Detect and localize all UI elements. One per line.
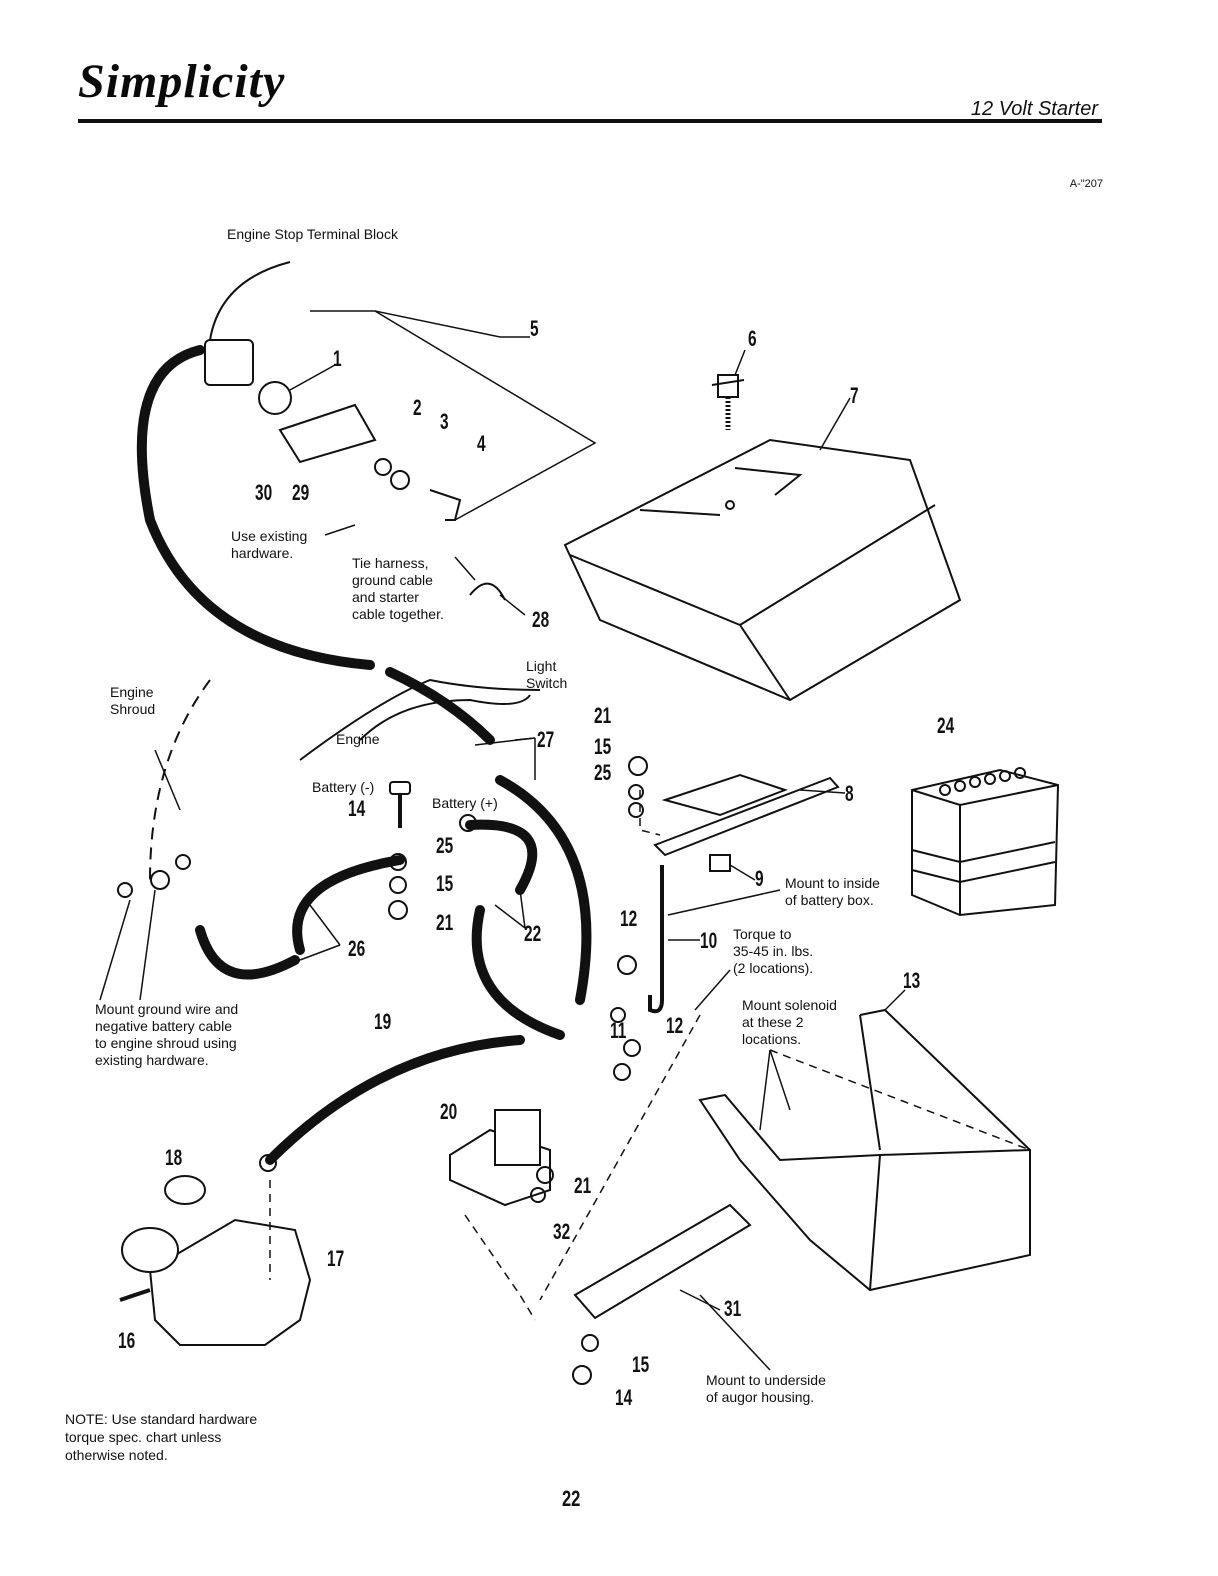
callout-9: 9 bbox=[755, 866, 764, 891]
callout-31: 31 bbox=[724, 1296, 742, 1321]
label-light-switch: Light Switch bbox=[526, 658, 568, 691]
torque-note: NOTE: Use standard hardware torque spec.… bbox=[65, 1411, 258, 1463]
j-bolt bbox=[648, 865, 664, 1014]
hardware-parts bbox=[117, 458, 731, 1385]
wire-harness bbox=[299, 678, 541, 761]
label-battery-positive: Battery (+) bbox=[432, 795, 498, 811]
callout-19: 19 bbox=[374, 1009, 392, 1034]
solenoid bbox=[449, 1109, 551, 1207]
label-mount-underside-auger: Mount to underside of augor housing. bbox=[706, 1372, 826, 1405]
callout-16: 16 bbox=[118, 1328, 136, 1353]
callout-25-mid: 25 bbox=[436, 833, 454, 858]
callout-20: 20 bbox=[440, 1099, 458, 1124]
callout-29: 29 bbox=[292, 480, 310, 505]
section-title: 12 Volt Starter bbox=[970, 98, 1098, 120]
callout-2: 2 bbox=[413, 395, 422, 420]
callout-28: 28 bbox=[532, 607, 550, 632]
callout-3: 3 bbox=[440, 409, 449, 434]
callout-14-lower: 14 bbox=[615, 1385, 633, 1410]
label-mount-solenoid: Mount solenoid at these 2 locations. bbox=[742, 997, 837, 1047]
battery-bracket bbox=[653, 773, 840, 857]
label-tie-harness: Tie harness, ground cable and starter ca… bbox=[352, 555, 444, 622]
callout-22: 22 bbox=[524, 921, 542, 946]
callout-15-mid: 15 bbox=[436, 871, 454, 896]
label-battery-negative: Battery (-) bbox=[312, 779, 375, 795]
label-torque-spec: Torque to 35-45 in. lbs. (2 locations). bbox=[733, 926, 814, 976]
alignment-lines bbox=[269, 790, 1031, 1321]
label-mount-inside-battery-box: Mount to inside of battery box. bbox=[785, 875, 880, 908]
page-number: 22 bbox=[562, 1486, 581, 1511]
leader-lines bbox=[99, 310, 906, 1371]
header-rule bbox=[78, 119, 1102, 123]
callout-14-upper: 14 bbox=[348, 796, 366, 821]
label-mount-ground-wire: Mount ground wire and negative battery c… bbox=[95, 1001, 239, 1068]
callout-30: 30 bbox=[255, 480, 273, 505]
callout-12-upper: 12 bbox=[620, 906, 638, 931]
callout-27: 27 bbox=[537, 727, 555, 752]
callout-25-upper: 25 bbox=[594, 760, 612, 785]
drawing-reference: A-"207 bbox=[1069, 178, 1103, 190]
callout-15-lower: 15 bbox=[632, 1352, 650, 1377]
callout-7: 7 bbox=[850, 383, 859, 408]
callout-21-upper: 21 bbox=[594, 703, 612, 728]
cables bbox=[136, 345, 592, 1165]
battery-box-cover bbox=[563, 438, 962, 702]
battery-tray bbox=[698, 1008, 1031, 1292]
callout-6: 6 bbox=[748, 326, 757, 351]
callout-13: 13 bbox=[903, 968, 921, 993]
wing-nut bbox=[711, 374, 745, 430]
callout-15-upper: 15 bbox=[594, 734, 612, 759]
label-engine-shroud: Engine Shroud bbox=[110, 684, 156, 717]
callout-24: 24 bbox=[937, 713, 955, 738]
callout-5: 5 bbox=[530, 316, 539, 341]
label-use-existing-hardware: Use existing hardware. bbox=[231, 528, 308, 561]
callout-1: 1 bbox=[333, 346, 342, 371]
callout-11: 11 bbox=[610, 1018, 627, 1043]
callout-26: 26 bbox=[348, 936, 366, 961]
callout-17: 17 bbox=[327, 1246, 345, 1271]
callout-32: 32 bbox=[553, 1219, 571, 1244]
brand-logo: Simplicity bbox=[78, 55, 286, 108]
callout-21-lower: 21 bbox=[574, 1173, 592, 1198]
terminal-block bbox=[204, 261, 377, 464]
callout-12-lower: 12 bbox=[666, 1013, 684, 1038]
starter-motor bbox=[121, 1218, 312, 1346]
label-engine-stop-terminal-block: Engine Stop Terminal Block bbox=[227, 226, 398, 242]
mount-plate bbox=[573, 1203, 752, 1320]
callout-18: 18 bbox=[165, 1145, 183, 1170]
callout-10: 10 bbox=[700, 928, 718, 953]
callout-21-mid: 21 bbox=[436, 910, 454, 935]
battery bbox=[911, 767, 1060, 917]
label-engine: Engine bbox=[336, 731, 380, 747]
engine-shroud-outline bbox=[149, 679, 211, 881]
callout-8: 8 bbox=[845, 781, 854, 806]
callout-4: 4 bbox=[477, 431, 486, 456]
